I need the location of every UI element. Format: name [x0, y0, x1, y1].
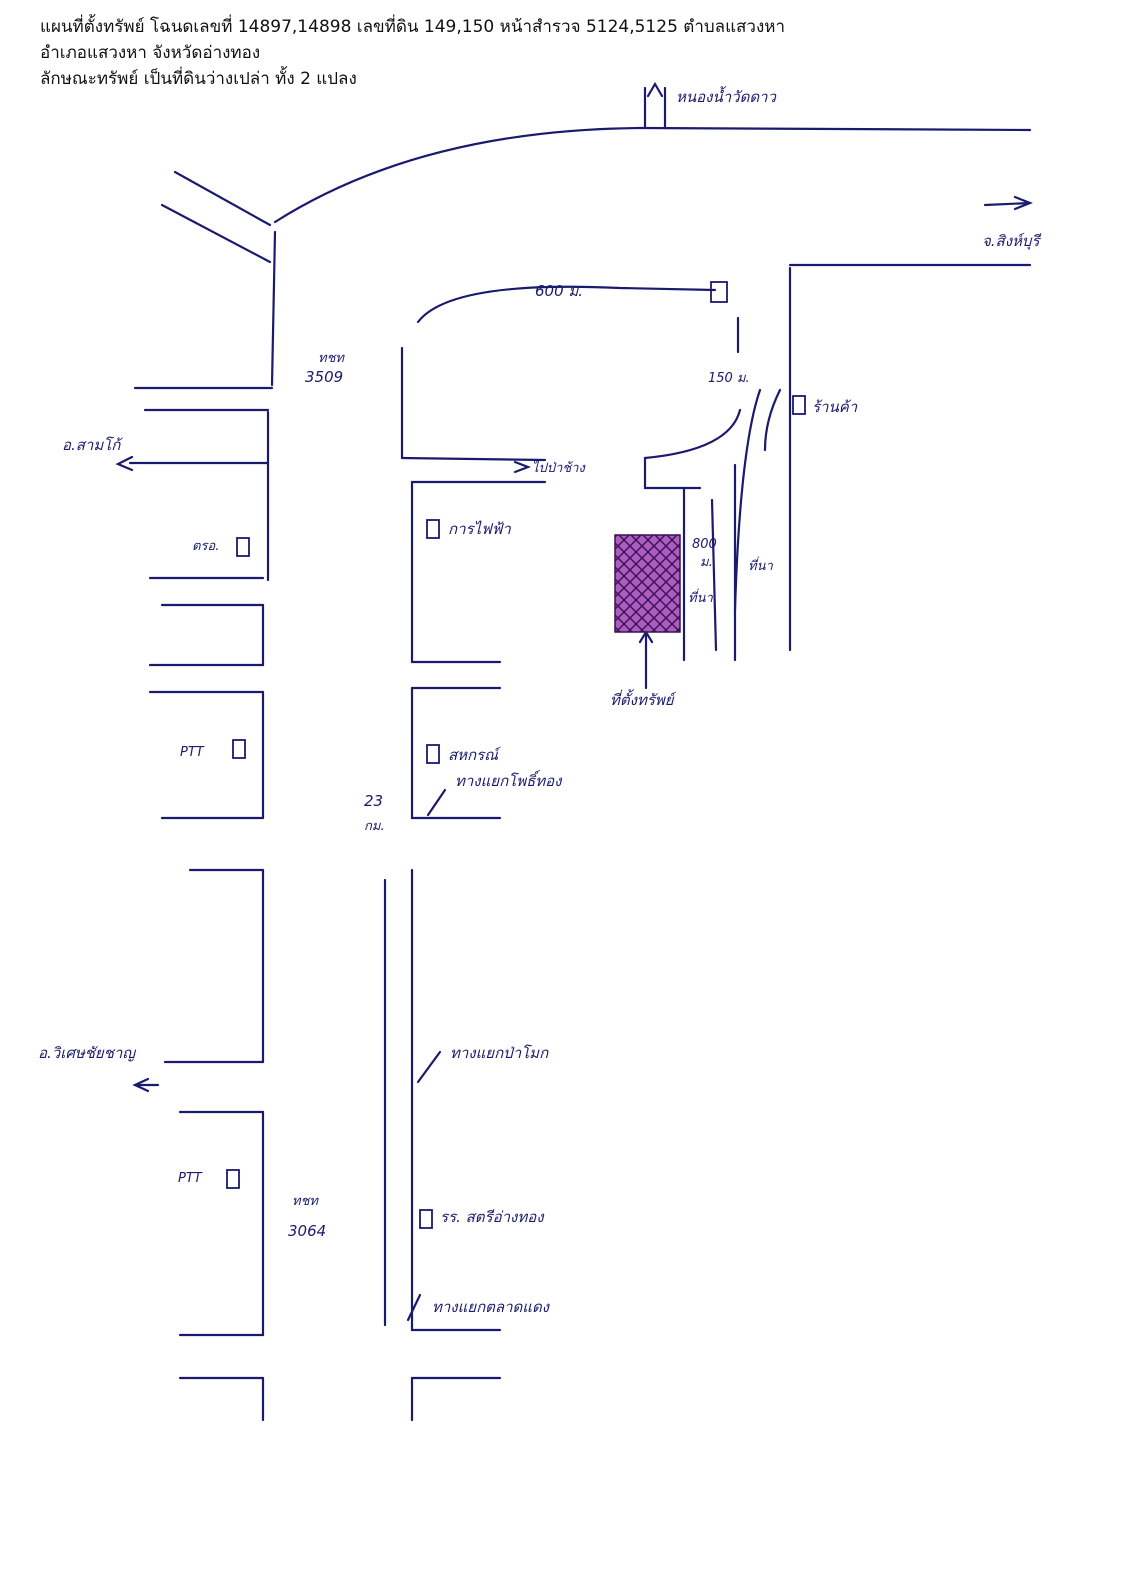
property-outline — [614, 534, 681, 633]
right-road-left-edge — [763, 388, 782, 452]
east-street-pha-chang-top — [400, 456, 547, 462]
label-distance-600: 600 ม. — [535, 282, 583, 300]
label-distance-150: 150 ม. — [708, 371, 750, 386]
label-police: ตรอ. — [192, 539, 219, 554]
label-school: รร. สตรีอ่างทอง — [440, 1208, 545, 1226]
label-property: ที่ตั้งทรัพย์ — [610, 689, 677, 709]
label-distance-800-a: 800 — [692, 537, 717, 552]
loop-road — [416, 285, 717, 324]
label-junction-phothong: ทางแยกโพธิ์ทอง — [455, 770, 563, 790]
header-title-line: แผนที่ตั้งทรัพย์ โฉนดเลขที่ 14897,14898 … — [40, 17, 786, 37]
post-icon — [426, 744, 440, 764]
ptt-icon-1 — [232, 739, 246, 759]
school-icon — [419, 1209, 433, 1229]
road-lines — [115, 81, 1033, 1422]
label-electric: การไฟฟ้า — [448, 520, 511, 538]
label-km-a: 23 — [364, 792, 383, 810]
label-road-3509-b: 3509 — [305, 368, 343, 386]
crossing-tick — [426, 788, 447, 817]
landmark-boxes — [226, 281, 806, 1229]
singburi-arrow-head — [1013, 195, 1033, 211]
wiset-arrow-head — [132, 1077, 150, 1093]
property-plot — [614, 534, 681, 633]
label-junction-pa: ทางแยกป่าโมก — [450, 1044, 549, 1062]
label-wiset: อ.วิเศษชัยชาญ — [38, 1044, 136, 1062]
label-road-3064-b: 3064 — [288, 1222, 326, 1240]
top-road — [273, 126, 1032, 224]
label-road-3064-a: ทชท — [292, 1194, 319, 1209]
junction-tadaeng-tick — [406, 1293, 422, 1322]
property-hatch — [615, 535, 680, 632]
label-shop: ร้านค้า — [812, 398, 858, 416]
police-icon — [236, 537, 250, 557]
label-junction-tadaeng: ทางแยกตลาดแดง — [432, 1298, 551, 1316]
diagonal-road-1 — [173, 170, 272, 227]
electric-icon — [426, 519, 440, 539]
label-ti-na: ที่นา — [748, 556, 773, 574]
samko-arrow-head — [115, 455, 134, 472]
house-icon — [710, 281, 728, 303]
loop-curve-inner — [733, 388, 762, 612]
shop-icon — [792, 395, 806, 415]
label-singburi: จ.สิงห์บุรี — [982, 232, 1042, 250]
label-post: สหกรณ์ — [448, 746, 501, 764]
header-property-type-line: ลักษณะทรัพย์ เป็นที่ดินว่างเปล่า ทั้ง 2 … — [40, 69, 357, 89]
map-labels: หนองน้ำวัดดาว จ.สิงห์บุรี 600 ม. 150 ม. … — [38, 86, 1042, 1316]
singburi-arrow — [983, 201, 1032, 207]
document-header: แผนที่ตั้งทรัพย์ โฉนดเลขที่ 14897,14898 … — [40, 14, 785, 92]
wat-arrow-head — [646, 81, 664, 98]
header-district-line: อำเภอแสวงหา จังหวัดอ่างทอง — [40, 43, 261, 63]
label-thai-field: ที่นา — [688, 588, 713, 606]
label-km-b: กม. — [364, 819, 385, 834]
diagonal-road-2 — [160, 203, 272, 264]
west-road-upper — [270, 230, 277, 387]
loop-curve-outer — [643, 408, 742, 490]
junction-pa-tick — [416, 1050, 442, 1084]
label-distance-800-b: ม. — [700, 555, 713, 570]
label-wat: หนองน้ำวัดดาว — [676, 86, 777, 106]
label-ptt-2: PTT — [178, 1171, 203, 1186]
label-pha-chang: ไปป่าช้าง — [532, 460, 586, 476]
pha-chang-arrow — [513, 460, 532, 474]
label-road-3509-a: ทชท — [318, 351, 345, 366]
property-road-right — [710, 498, 718, 652]
label-ptt-1: PTT — [180, 745, 205, 760]
ptt-icon-2 — [226, 1169, 240, 1189]
label-samko: อ.สามโก้ — [62, 436, 123, 454]
